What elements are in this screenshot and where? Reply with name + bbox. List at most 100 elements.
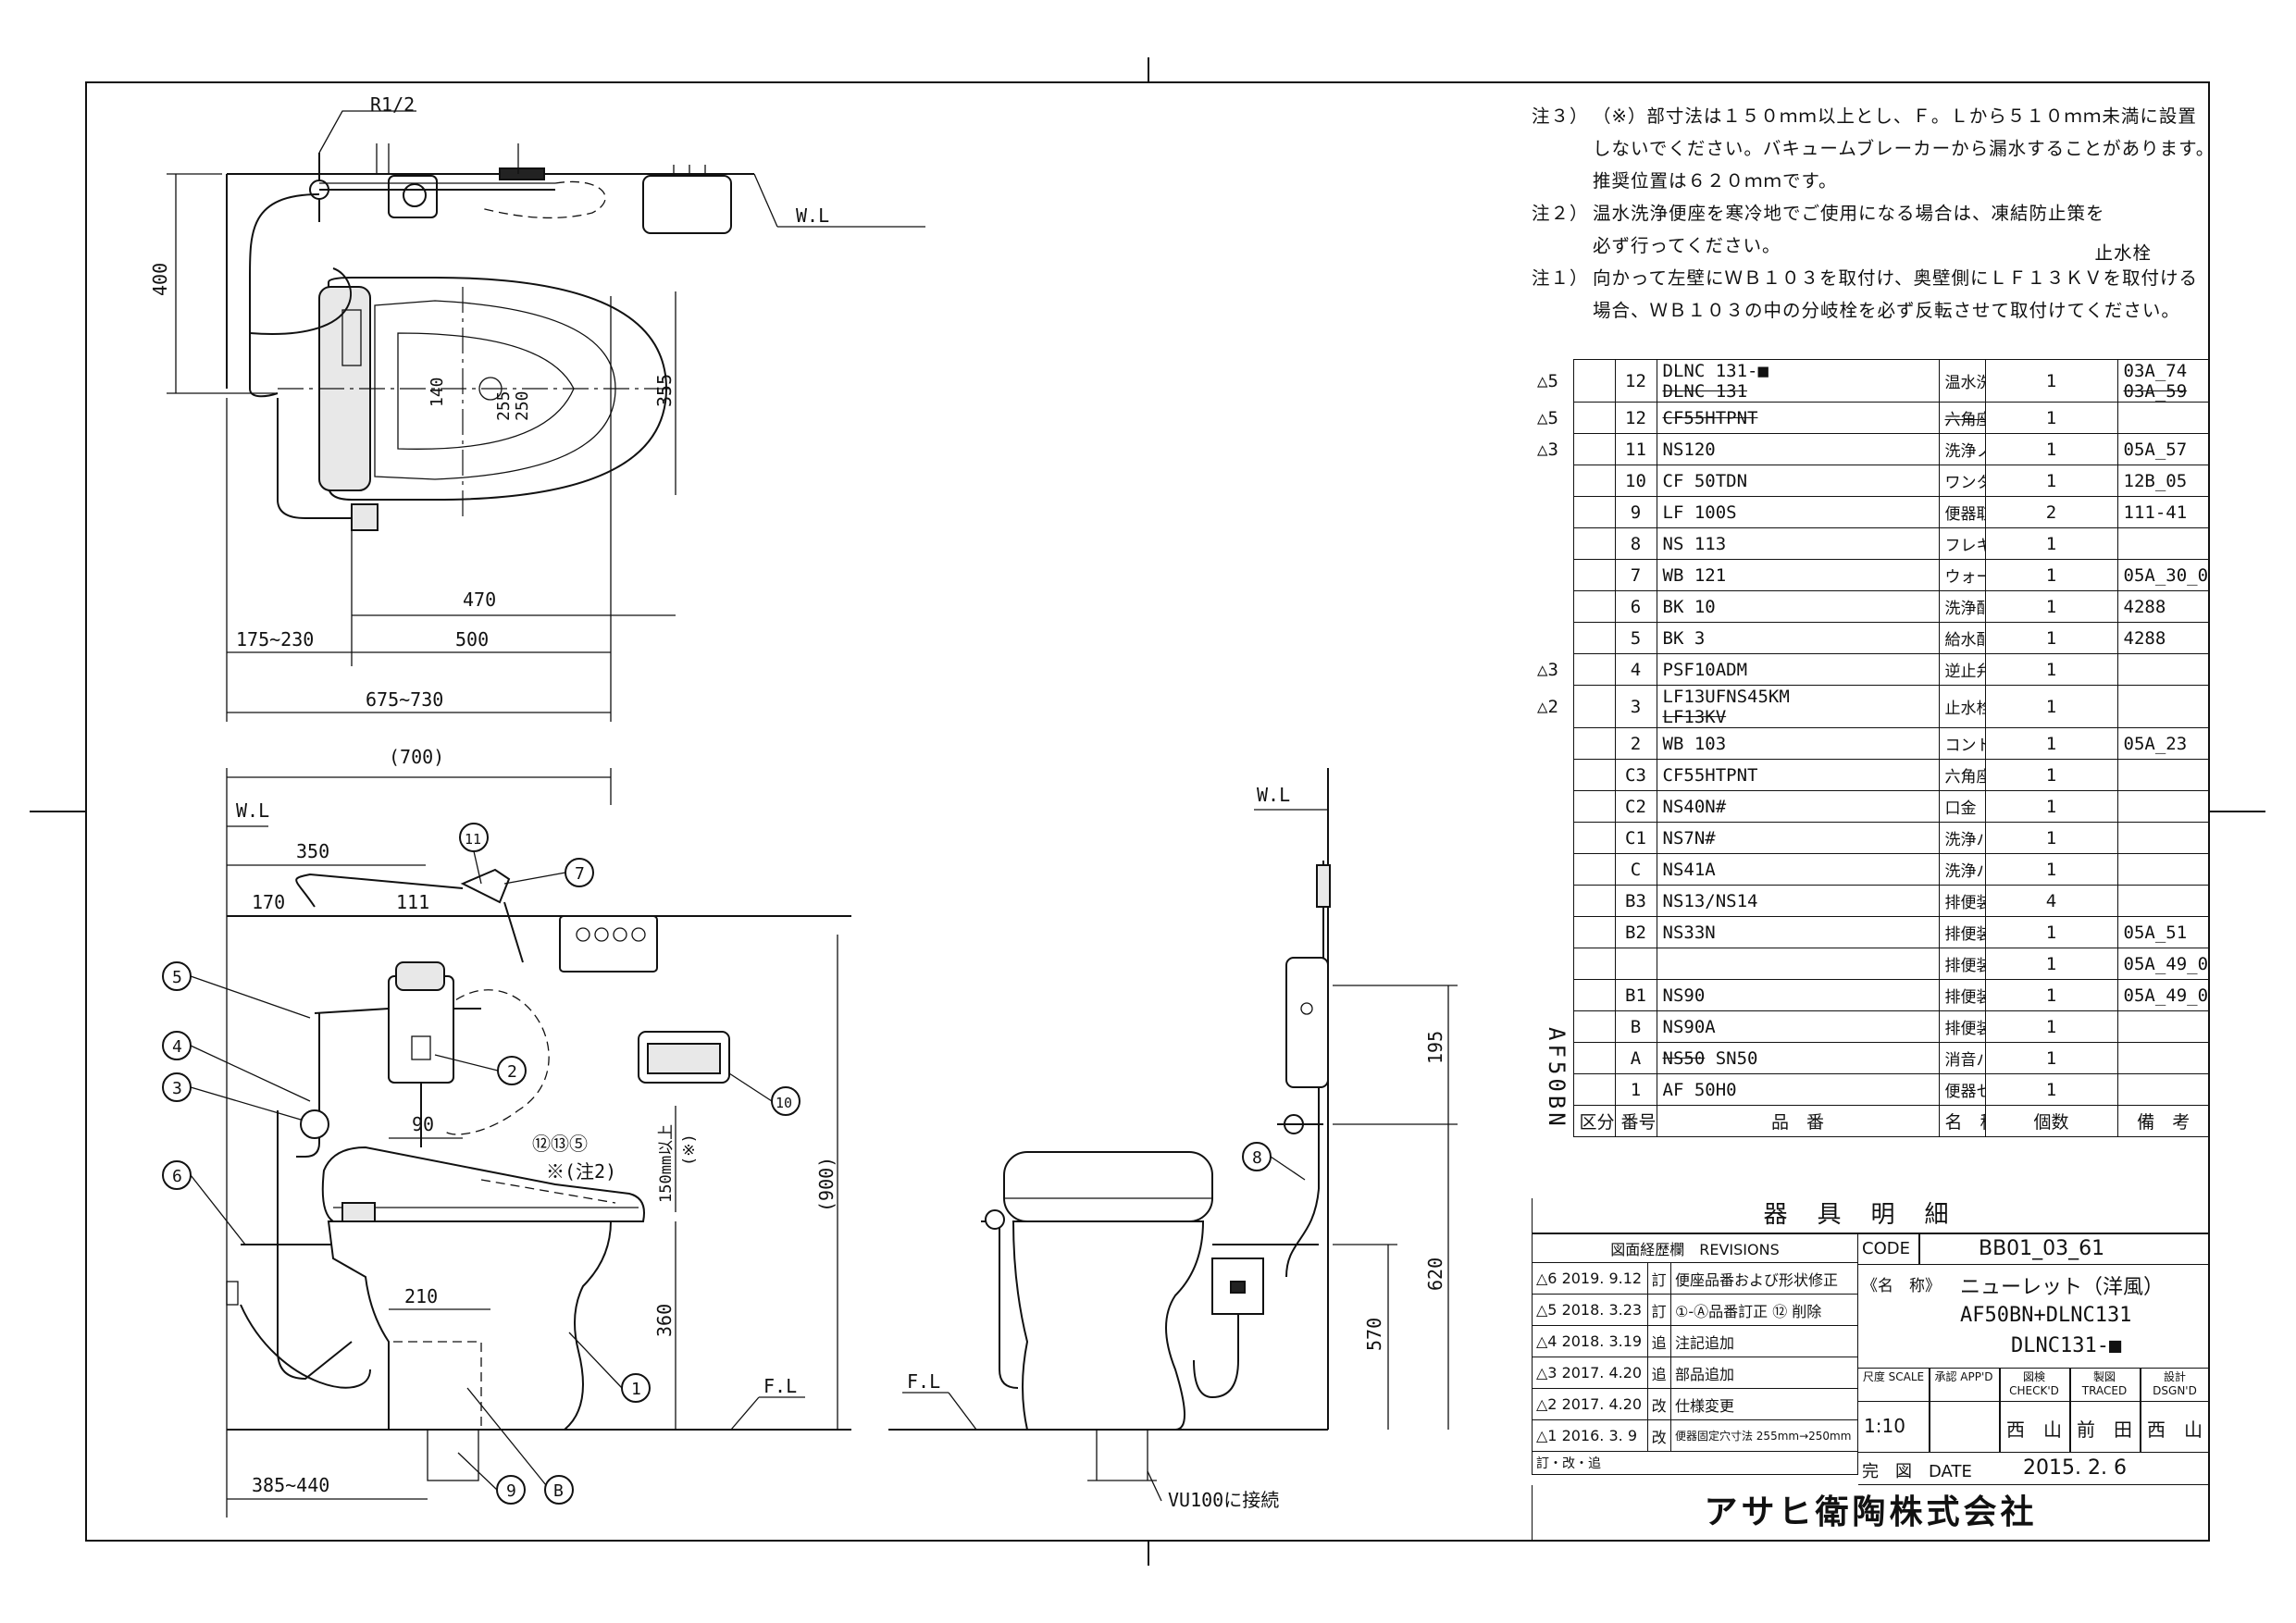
parts-remark (2116, 853, 2211, 886)
svg-text:111: 111 (396, 891, 429, 913)
parts-group-cell (1572, 1010, 1616, 1043)
company-name: アサヒ衛陶株式会社 (1532, 1485, 2210, 1542)
svg-text:2: 2 (507, 1062, 517, 1082)
parts-remark: 4288 (2116, 622, 2211, 654)
parts-qty: 1 (1984, 433, 2118, 465)
parts-no: 3 (1614, 685, 1657, 728)
parts-remark (2116, 527, 2211, 560)
parts-group-cell (1572, 359, 1616, 403)
parts-rev-mark (1532, 728, 1573, 760)
revision-mark-date: △4 2018. 3.19 (1532, 1325, 1648, 1357)
parts-code: WB 121 (1656, 559, 1940, 591)
parts-group-cell (1572, 822, 1616, 854)
sign-header: 製図 TRACED (2081, 1370, 2128, 1397)
parts-remark (2116, 1073, 2211, 1106)
parts-name: フレキシブル管バンド (1938, 527, 1986, 560)
svg-text:250: 250 (513, 390, 532, 421)
center-mark-right (2210, 811, 2265, 812)
svg-text:6: 6 (172, 1167, 182, 1186)
parts-qty: 1 (1984, 1010, 2118, 1043)
parts-qty: 2 (1984, 496, 2118, 528)
parts-code-old: LF13KV (1662, 706, 1727, 727)
parts-rev-mark (1532, 560, 1573, 591)
product-name: ニューレット（洋風） (1960, 1276, 2165, 1299)
note-1: 注１） 向かって左壁にＷＢ１０３を取付け、奥壁側にＬＦ１３ＫＶを取付ける 場合、… (1532, 262, 2216, 327)
svg-text:1: 1 (631, 1380, 641, 1399)
parts-qty: 1 (1984, 359, 2118, 403)
parts-code: NS41A (1656, 853, 1940, 886)
parts-group-cell (1572, 559, 1616, 591)
parts-group-cell (1572, 496, 1616, 528)
parts-remark: 05A_49_01 (2116, 979, 2211, 1011)
table-title: 器具明細 (1532, 1198, 2210, 1233)
parts-header-name: 名 称 (1938, 1105, 1986, 1137)
parts-row: 排便装置便皿105A_49_02 (1532, 948, 2211, 980)
parts-header-code: 品 番 (1656, 1105, 1940, 1137)
plan-view: W.L R1/2 400 (149, 93, 925, 722)
svg-text:(900): (900) (815, 1157, 838, 1212)
svg-text:675~730: 675~730 (366, 688, 443, 711)
parts-row: 2WB 103コントロールボックス105A_23 (1532, 727, 2211, 760)
scale-value: 1:10 (1864, 1415, 1905, 1437)
note-1-line-2: 場合、ＷＢ１０３の中の分岐栓を必ず反転させて取付けてください。 (1593, 300, 2180, 321)
parts-row: 1AF 50H0便器セット（本体）1 (1532, 1073, 2211, 1106)
parts-row: △512CF55HTPNT六角座付きナット1 (1532, 402, 2211, 434)
svg-text:W.L: W.L (236, 799, 269, 822)
parts-code: NS90 (1656, 979, 1940, 1011)
signature: 前 田 (2077, 1419, 2132, 1441)
revision-mark-date: △6 2019. 9.12 (1532, 1262, 1648, 1295)
revision-mark-date: △5 2018. 3.23 (1532, 1294, 1648, 1326)
parts-code: CF55HTPNT (1656, 402, 1940, 434)
revision-text: ①-Ⓐ品番訂正 ⑫ 削除 (1669, 1294, 1859, 1326)
parts-name: 温水洗浄便座 (1938, 359, 1986, 403)
parts-no: 2 (1614, 727, 1657, 760)
signature: 西 山 (2006, 1419, 2062, 1441)
name-label: 《名 称》 (1862, 1277, 1941, 1295)
parts-code-old: DLNC 131 (1662, 380, 1748, 402)
parts-group-cell (1572, 527, 1616, 560)
parts-code: WB 103 (1656, 727, 1940, 760)
parts-rev-mark (1532, 623, 1573, 654)
parts-code: NS90A (1656, 1010, 1940, 1043)
note-3-line-1: （※）部寸法は１５０ｍｍ以上とし、Ｆ。Ｌから５１０ｍｍ未満に設置 (1593, 105, 2197, 127)
parts-no: 12 (1614, 359, 1657, 403)
parts-code: CF55HTPNT (1656, 759, 1940, 791)
svg-text:F.L: F.L (763, 1375, 797, 1397)
parts-rev-mark (1532, 791, 1573, 823)
svg-text:150mm以上: 150mm以上 (657, 1124, 676, 1203)
svg-text:90: 90 (412, 1113, 434, 1135)
sign-header: 承認 APP'D (1934, 1370, 1993, 1383)
parts-row: BNS90A排便装置セット1 (1532, 1010, 2211, 1043)
signature: 西 山 (2147, 1419, 2203, 1441)
parts-qty: 1 (1984, 402, 2118, 434)
parts-header-qty: 個数 (1984, 1105, 2118, 1137)
parts-group-cell (1572, 948, 1616, 980)
sign-divider (2069, 1402, 2071, 1452)
sign-divider (2069, 1369, 2071, 1401)
revisions-header: 図面経歴欄 REVISIONS (1532, 1233, 1858, 1263)
parts-remark (2116, 653, 2211, 686)
parts-no: C2 (1614, 790, 1657, 823)
parts-row: 8NS 113フレキシブル管バンド1 (1532, 527, 2211, 560)
sign-divider (1999, 1402, 2001, 1452)
parts-code-old: NS50 (1662, 1047, 1706, 1069)
name-row: 《名 称》 ニューレット（洋風） AF50BN+DLNC131 DLNC131-… (1858, 1265, 2209, 1369)
parts-group-cell (1572, 402, 1616, 434)
code-label: CODE (1862, 1239, 1910, 1258)
parts-row: △34PSF10ADM逆止弁アダプター1 (1532, 653, 2211, 686)
parts-group-cell (1572, 685, 1616, 728)
parts-qty: 1 (1984, 916, 2118, 948)
parts-qty: 1 (1984, 590, 2118, 623)
parts-remark (2116, 759, 2211, 791)
svg-text:※(注2): ※(注2) (546, 1160, 616, 1183)
parts-group-cell (1572, 727, 1616, 760)
parts-row: B1NS90排便装置本体105A_49_01 (1532, 979, 2211, 1011)
svg-text:500: 500 (455, 628, 489, 650)
parts-name: 洗浄パイプ (1938, 822, 1986, 854)
